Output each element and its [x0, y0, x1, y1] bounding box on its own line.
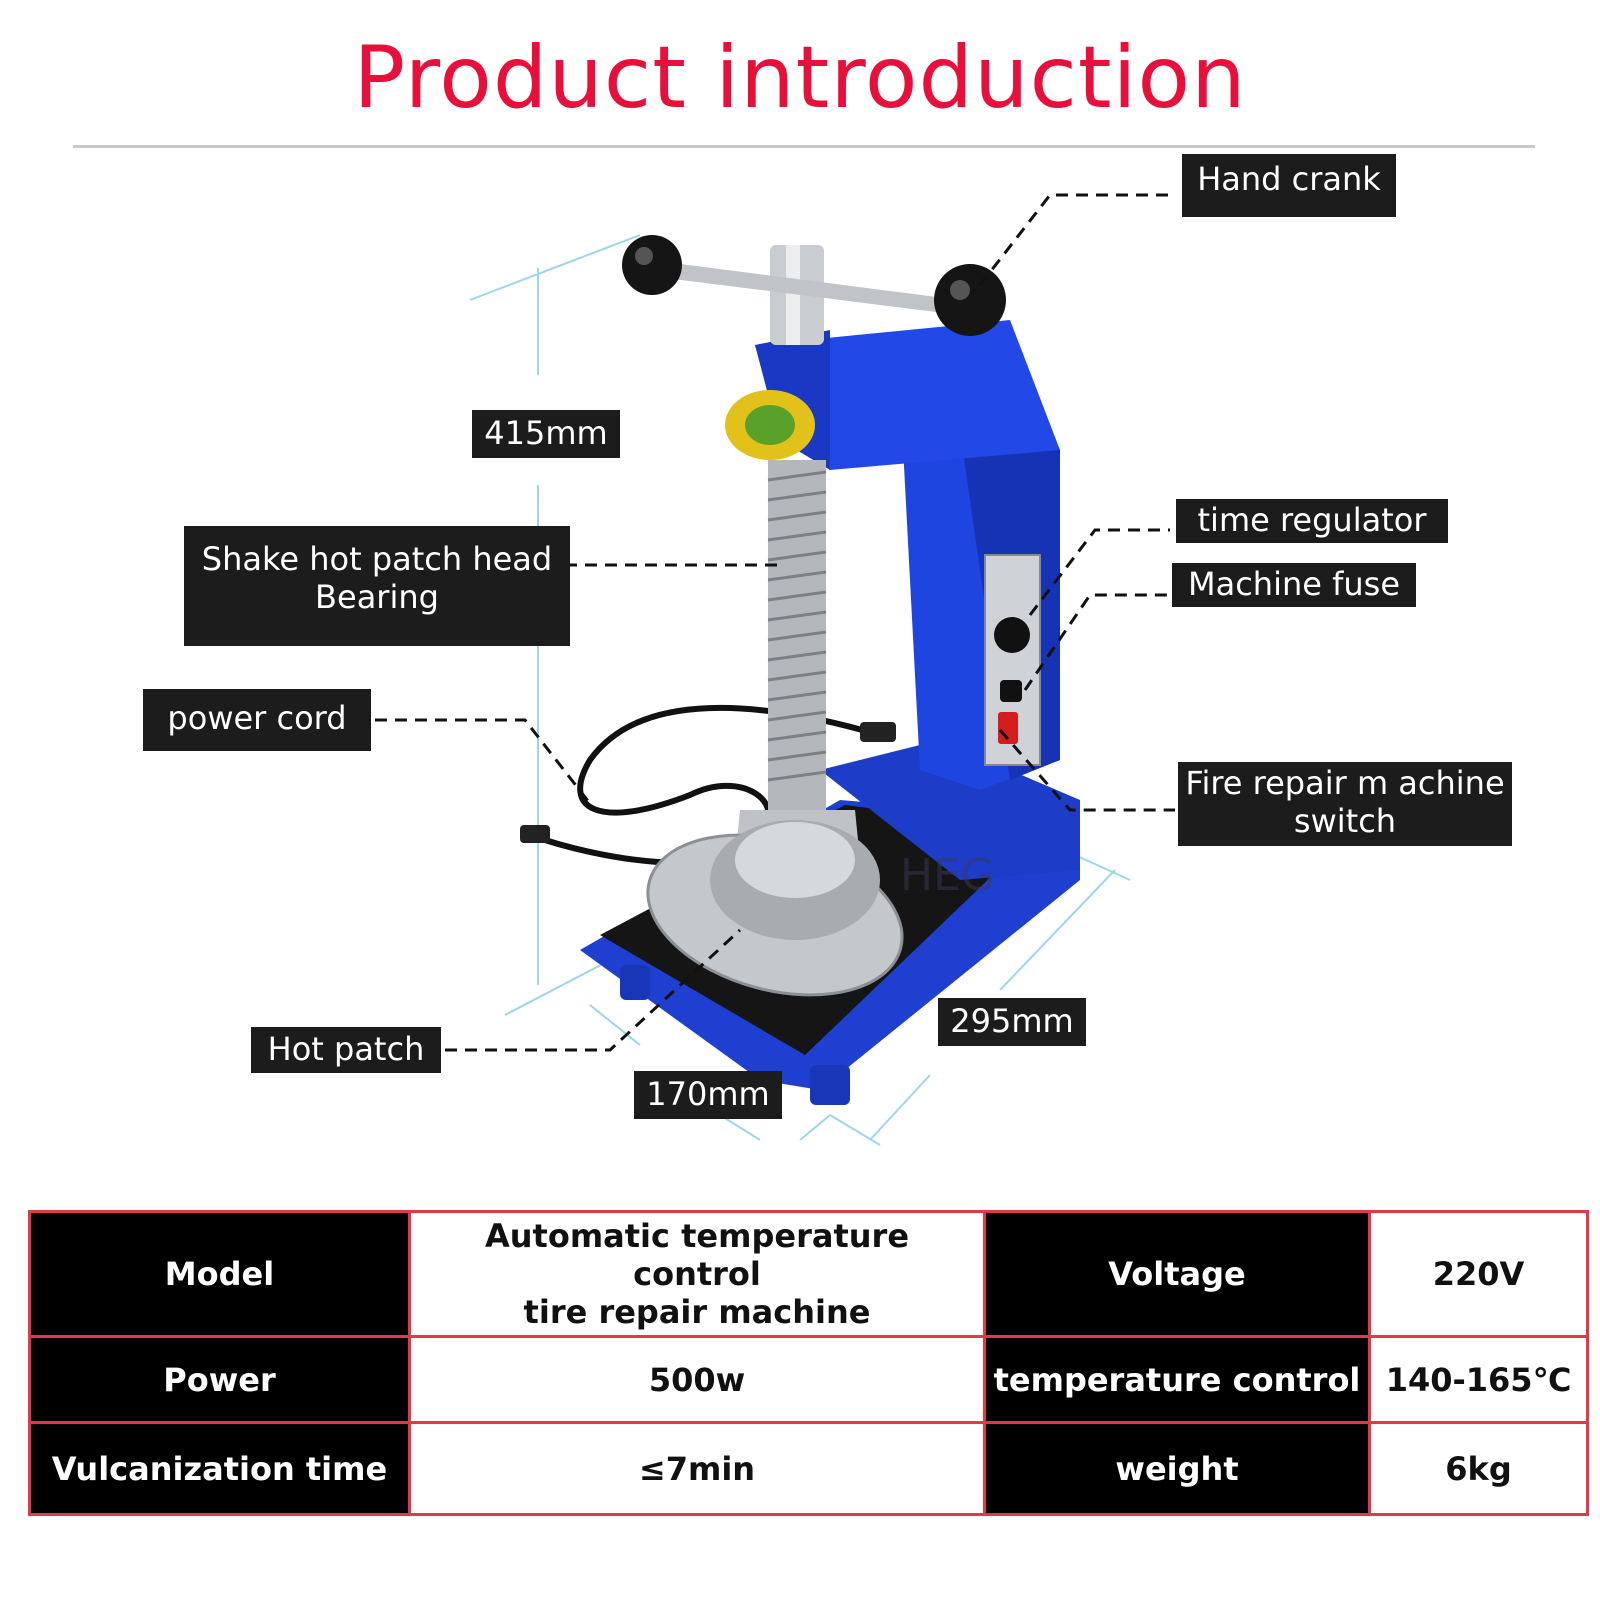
svg-text:HEG: HEG	[900, 850, 995, 901]
table-row: Vulcanization time ≤7min weight 6kg	[28, 1421, 1589, 1516]
spec-value-voltage: 220V	[1368, 1210, 1589, 1338]
leader-lines	[375, 193, 1175, 1052]
label-machine-switch: Fire repair m achine switch	[1178, 762, 1512, 846]
label-hot-patch: Hot patch	[251, 1027, 441, 1073]
crank-knob-left	[622, 235, 682, 295]
label-shake-line1: Shake hot patch head	[201, 540, 553, 578]
label-switch-line2: switch	[1293, 802, 1397, 840]
title-divider	[73, 145, 1535, 148]
label-height: 415mm	[472, 410, 620, 458]
label-machine-fuse: Machine fuse	[1172, 563, 1416, 607]
label-switch-line1: Fire repair m achine	[1185, 764, 1505, 802]
label-hand-crank: Hand crank	[1182, 154, 1396, 217]
top-arm	[755, 320, 1060, 470]
table-row: Model Automatic temperature control tire…	[28, 1210, 1589, 1338]
spec-key-weight: weight	[983, 1421, 1371, 1516]
label-depth: 295mm	[938, 998, 1086, 1046]
table-row: Power 500w temperature control 140-165℃	[28, 1335, 1589, 1424]
spec-value-model-line2: tire repair machine	[523, 1293, 871, 1331]
crank-knob-right	[934, 264, 1006, 336]
label-shake-hot-patch-head: Shake hot patch head Bearing	[184, 526, 570, 646]
machine-illustration: HEG	[375, 193, 1175, 1146]
spec-table: Model Automatic temperature control tire…	[28, 1210, 1589, 1516]
label-power-cord: power cord	[143, 689, 371, 751]
spec-key-vulcanization-time: Vulcanization time	[28, 1421, 411, 1516]
label-width: 170mm	[634, 1071, 782, 1119]
spec-value-temperature-control: 140-165℃	[1368, 1335, 1589, 1424]
product-diagram: HEG Hand crank 415mm Shake hot patch hea…	[0, 150, 1600, 1150]
spec-value-vulcanization-time: ≤7min	[408, 1421, 986, 1516]
spec-key-temperature-control: temperature control	[983, 1335, 1371, 1424]
spec-key-power: Power	[28, 1335, 411, 1424]
spec-value-power: 500w	[408, 1335, 986, 1424]
spec-value-model: Automatic temperature control tire repai…	[408, 1210, 986, 1338]
spec-value-model-line1: Automatic temperature control	[484, 1217, 910, 1293]
power-switch	[998, 712, 1018, 744]
spec-key-model: Model	[28, 1210, 411, 1338]
hand-crank-bar	[665, 262, 960, 315]
spec-key-voltage: Voltage	[983, 1210, 1371, 1338]
spec-value-weight: 6kg	[1368, 1421, 1589, 1516]
label-time-regulator: time regulator	[1176, 499, 1448, 543]
page-title: Product introduction	[353, 28, 1247, 128]
timer-knob	[994, 617, 1030, 653]
label-shake-line2: Bearing	[315, 578, 439, 616]
